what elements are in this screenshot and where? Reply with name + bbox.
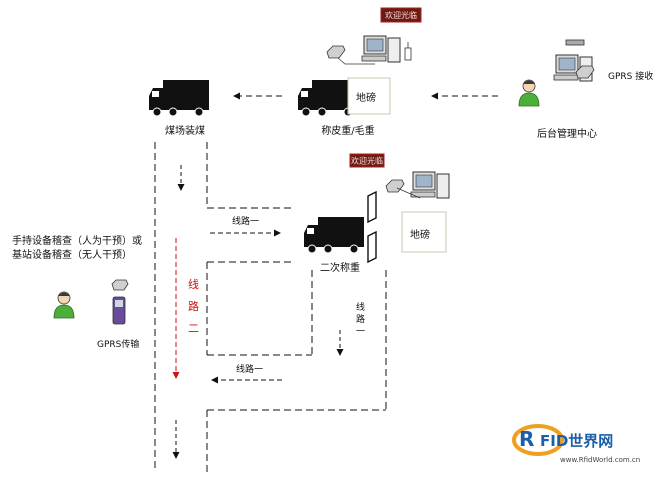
welcome-sign-mid: 欢迎光临	[349, 153, 385, 168]
svg-text:线: 线	[356, 301, 365, 313]
route1-upper-label: 线路一	[232, 215, 259, 227]
svg-text:R: R	[519, 427, 534, 451]
weighing-room-label: 称皮重/毛重	[321, 124, 374, 137]
gprs-receive-label: GPRS 接收	[608, 70, 653, 82]
antenna-icon	[404, 42, 412, 61]
mine-loading-label: 煤场装煤	[165, 124, 205, 137]
rfid-reader-icon-lower	[367, 230, 377, 264]
svg-text:地磅: 地磅	[410, 228, 430, 241]
welcome-sign-top: 欢迎光临	[380, 7, 422, 23]
svg-text:路: 路	[356, 313, 365, 325]
rfid-world-logo: R FID世界网 www.RfidWorld.com.cn	[512, 424, 640, 464]
svg-text:欢迎光临: 欢迎光临	[385, 10, 417, 20]
handheld-check-line1: 手持设备稽查（人为干预）或	[12, 234, 142, 247]
svg-text:FID世界网: FID世界网	[540, 432, 613, 450]
route1-lower-label: 线路一	[236, 363, 263, 375]
backend-center-label: 后台管理中心	[537, 127, 597, 140]
road-outline	[154, 142, 387, 472]
rfid-reader-icon-upper	[367, 190, 377, 224]
svg-text:线: 线	[188, 277, 199, 291]
backend-operator-icon	[518, 79, 540, 107]
gprs-transfer-label: GPRS传输	[97, 338, 139, 350]
connection-line-mid	[396, 187, 421, 199]
backend-server-icon	[553, 39, 593, 82]
route1-vertical-label: 线 路 一	[356, 301, 365, 337]
svg-text:www.RfidWorld.com.cn: www.RfidWorld.com.cn	[560, 456, 640, 464]
truck-icon-second	[303, 216, 365, 254]
second-weighing-computer-icon	[410, 171, 450, 199]
handheld-device-icon	[112, 296, 126, 325]
weighbridge-mid: 地磅	[401, 211, 447, 253]
svg-text:一: 一	[356, 327, 365, 337]
second-weighing-label: 二次称重	[320, 261, 360, 274]
weighing-room-computer-icon	[361, 35, 401, 63]
inspector-icon	[53, 291, 75, 319]
card-reader-icon	[326, 45, 346, 59]
connection-line	[337, 57, 375, 65]
svg-text:欢迎光临: 欢迎光临	[351, 156, 383, 166]
route2-vertical-label: 线 路 二	[188, 277, 199, 335]
base-station-icon	[111, 279, 129, 291]
svg-text:二: 二	[188, 322, 199, 335]
svg-text:地磅: 地磅	[356, 91, 376, 104]
svg-text:路: 路	[188, 300, 199, 313]
handheld-check-line2: 基站设备稽查（无人干预）	[12, 248, 132, 261]
weighbridge-top: 地磅	[347, 77, 391, 115]
truck-icon-loading	[148, 79, 210, 117]
